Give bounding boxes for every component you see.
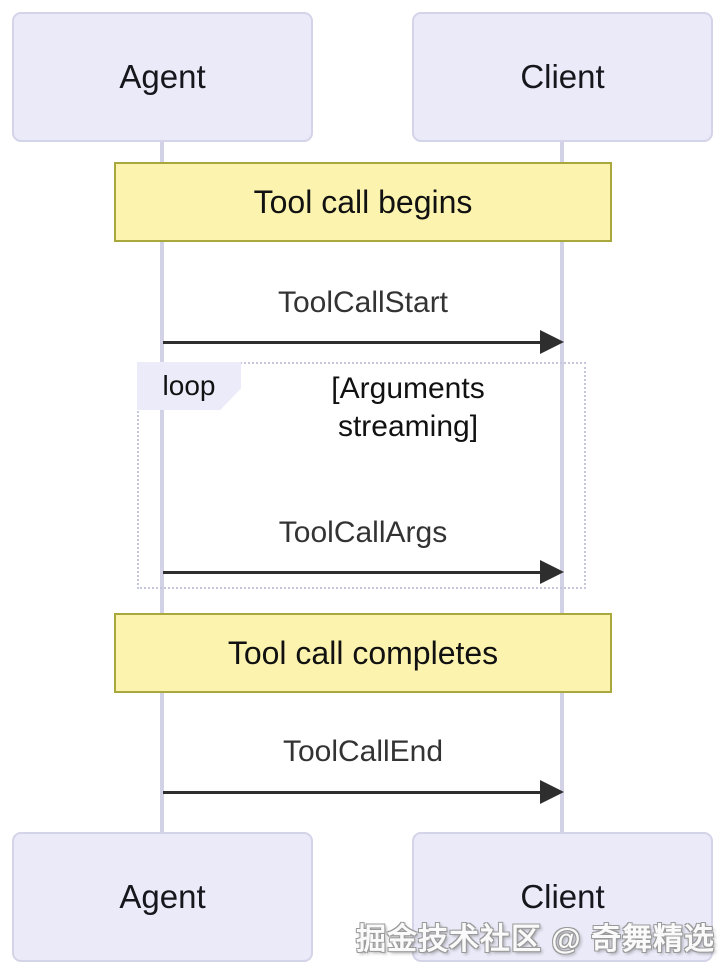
actor-agent-top-label: Agent <box>119 58 206 95</box>
actor-agent-bottom-label: Agent <box>119 878 206 915</box>
loop-keyword-badge: loop <box>137 362 241 410</box>
message-toolcallargs-label: ToolCallArgs <box>278 516 448 549</box>
actor-agent-bottom: Agent <box>12 832 313 962</box>
arrow-toolcallend-head-icon <box>540 780 564 804</box>
note-tool-call-begins: Tool call begins <box>114 162 612 242</box>
arrow-toolcallargs-head-icon <box>540 560 564 584</box>
arrow-toolcallend-line <box>163 790 540 794</box>
arrow-toolcallargs-line <box>163 570 540 574</box>
actor-client-bottom-label: Client <box>520 878 605 915</box>
arrow-toolcallstart-head-icon <box>540 330 564 354</box>
loop-condition-label: [Arguments streaming] <box>331 372 485 443</box>
actor-client-bottom: Client <box>412 832 713 962</box>
loop-frame <box>137 362 586 589</box>
message-toolcallstart-label: ToolCallStart <box>277 286 449 319</box>
note-tool-call-completes-label: Tool call completes <box>227 634 499 671</box>
lifeline-agent <box>160 141 164 833</box>
actor-client-top-label: Client <box>520 58 605 95</box>
actor-client-top: Client <box>412 12 713 142</box>
arrow-toolcallstart-line <box>163 340 540 344</box>
arrow-toolcallargs <box>163 559 564 585</box>
arrow-toolcallstart <box>163 329 564 355</box>
actor-agent-top: Agent <box>12 12 313 142</box>
watermark-text: 掘金技术社区 @ 奇舞精选 <box>356 923 715 956</box>
loop-keyword-label: loop <box>162 370 216 401</box>
note-tool-call-begins-label: Tool call begins <box>253 183 473 220</box>
note-tool-call-completes: Tool call completes <box>114 613 612 693</box>
lifeline-client <box>560 141 564 833</box>
arrow-toolcallend <box>163 779 564 805</box>
message-toolcallend-label: ToolCallEnd <box>282 735 444 768</box>
